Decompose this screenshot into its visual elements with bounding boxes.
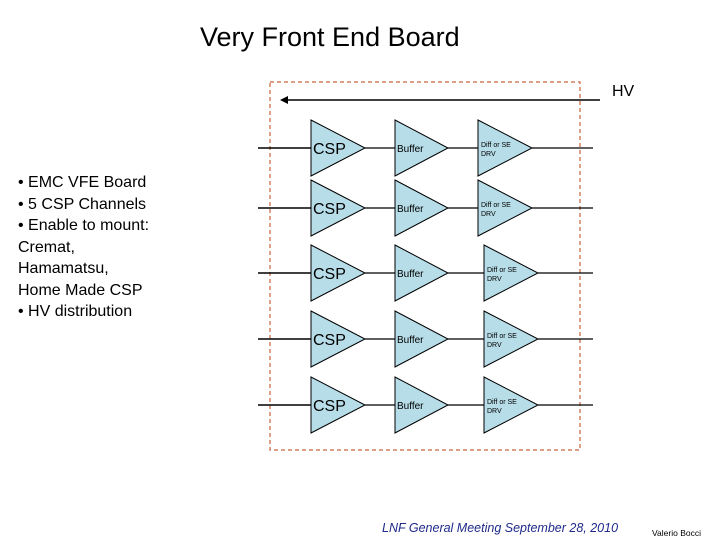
buffer-amplifier bbox=[394, 119, 450, 177]
buffer-label: Buffer bbox=[397, 204, 424, 215]
note-item: Home Made CSP bbox=[18, 281, 143, 299]
buffer-label: Buffer bbox=[397, 335, 424, 346]
driver-amplifier bbox=[483, 376, 540, 434]
footer-text: LNF General Meeting September 28, 2010 bbox=[382, 521, 619, 535]
driver-label: Diff or SE bbox=[487, 333, 517, 340]
csp-amplifier bbox=[310, 310, 367, 368]
buffer-label: Buffer bbox=[397, 269, 424, 280]
csp-label: CSP bbox=[313, 141, 346, 158]
buffer-amplifier bbox=[394, 376, 450, 434]
buffer-amplifier bbox=[394, 244, 450, 302]
note-item: • HV distribution bbox=[18, 303, 133, 320]
channel-row: CSP Buffer Diff or SE DRV bbox=[258, 119, 593, 177]
slide-title: Very Front End Board bbox=[200, 22, 460, 52]
driver-label: Diff or SE bbox=[481, 142, 511, 149]
driver-label: DRV bbox=[487, 408, 502, 415]
buffer-amplifier bbox=[394, 179, 450, 237]
buffer-label: Buffer bbox=[397, 401, 424, 412]
board-notes: • EMC VFE Board • 5 CSP Channels • Enabl… bbox=[18, 172, 149, 323]
csp-label: CSP bbox=[313, 266, 346, 283]
csp-amplifier bbox=[310, 376, 367, 434]
driver-label: Diff or SE bbox=[481, 202, 511, 209]
note-item: Cremat, bbox=[18, 238, 75, 256]
author-name: Valerio Bocci bbox=[652, 528, 701, 538]
csp-amplifier bbox=[310, 119, 367, 177]
csp-label: CSP bbox=[313, 332, 346, 349]
csp-amplifier bbox=[310, 244, 367, 302]
driver-amplifier bbox=[477, 119, 534, 177]
note-item: • Enable to mount: bbox=[18, 217, 150, 234]
driver-label: DRV bbox=[481, 211, 496, 218]
driver-label: DRV bbox=[487, 276, 502, 283]
driver-amplifier bbox=[483, 310, 540, 368]
note-item: Hamamatsu, bbox=[18, 260, 109, 277]
hv-arrow-icon bbox=[280, 96, 288, 104]
channel-row: CSP Buffer Diff or SE DRV bbox=[258, 179, 593, 237]
driver-label: Diff or SE bbox=[487, 399, 517, 406]
note-item: • 5 CSP Channels bbox=[18, 195, 147, 213]
buffer-label: Buffer bbox=[397, 144, 424, 155]
buffer-amplifier bbox=[394, 310, 450, 368]
driver-label: Diff or SE bbox=[487, 267, 517, 274]
channel-row: CSP Buffer Diff or SE DRV bbox=[258, 244, 593, 302]
csp-amplifier bbox=[310, 179, 367, 237]
csp-label: CSP bbox=[313, 201, 346, 218]
hv-label: HV bbox=[612, 83, 635, 100]
channel-row: CSP Buffer Diff or SE DRV bbox=[258, 310, 593, 368]
driver-amplifier bbox=[477, 179, 534, 237]
driver-label: DRV bbox=[487, 342, 502, 349]
driver-amplifier bbox=[483, 244, 540, 302]
note-item: • EMC VFE Board bbox=[18, 174, 147, 191]
channel-row: CSP Buffer Diff or SE DRV bbox=[258, 376, 593, 434]
csp-label: CSP bbox=[313, 398, 346, 415]
driver-label: DRV bbox=[481, 151, 496, 158]
board-outline bbox=[269, 81, 581, 451]
